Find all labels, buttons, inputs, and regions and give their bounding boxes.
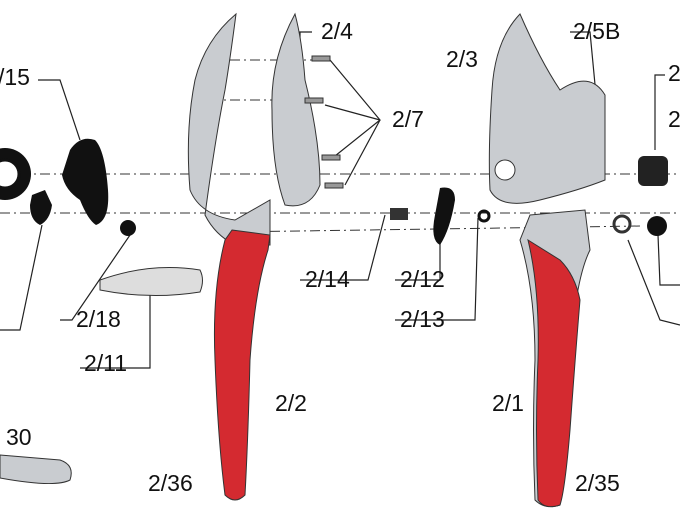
blade-2-2 [187, 12, 271, 246]
label-2-1: 2/1 [492, 390, 524, 416]
label-2-12: 2/12 [400, 266, 445, 292]
label-2-2: 2/2 [275, 390, 307, 416]
label-2-18: 2/18 [76, 306, 121, 332]
nut-2-18 [120, 220, 136, 236]
blade-2-3 [488, 13, 606, 204]
washer-right [612, 214, 632, 234]
label-right-2: 2 [668, 106, 680, 132]
label-2-35: 2/35 [575, 470, 620, 496]
wrench-30 [0, 454, 72, 485]
label-2-36: 2/36 [148, 470, 193, 496]
label-2-14: 2/14 [305, 266, 350, 292]
handle-2-2 [213, 229, 271, 501]
washer-2-13 [477, 209, 491, 223]
label-2-7: 2/7 [392, 106, 424, 132]
bushing-right [638, 156, 668, 186]
screws-2-7 [304, 55, 344, 189]
label-2-3: 2/3 [446, 46, 478, 72]
bolt-2-14 [390, 208, 408, 220]
label-2-13: 2/13 [400, 306, 445, 332]
label-2-11: 2/11 [84, 350, 128, 376]
counter-blade-2-4 [271, 12, 321, 207]
leader-lines [0, 31, 680, 369]
spring-2-11 [99, 267, 203, 297]
label-2-15: /15 [0, 64, 30, 90]
label-2-5b: 2/5B [573, 18, 621, 44]
cap-right [647, 216, 667, 236]
lever-part-2-15 [62, 138, 109, 225]
label-right-1: 2 [668, 60, 680, 86]
part-2-12 [433, 187, 455, 245]
small-lever-part [30, 190, 52, 225]
handle-2-1 [527, 238, 581, 508]
label-2-4: 2/4 [321, 18, 353, 44]
label-30: 30 [6, 424, 32, 450]
